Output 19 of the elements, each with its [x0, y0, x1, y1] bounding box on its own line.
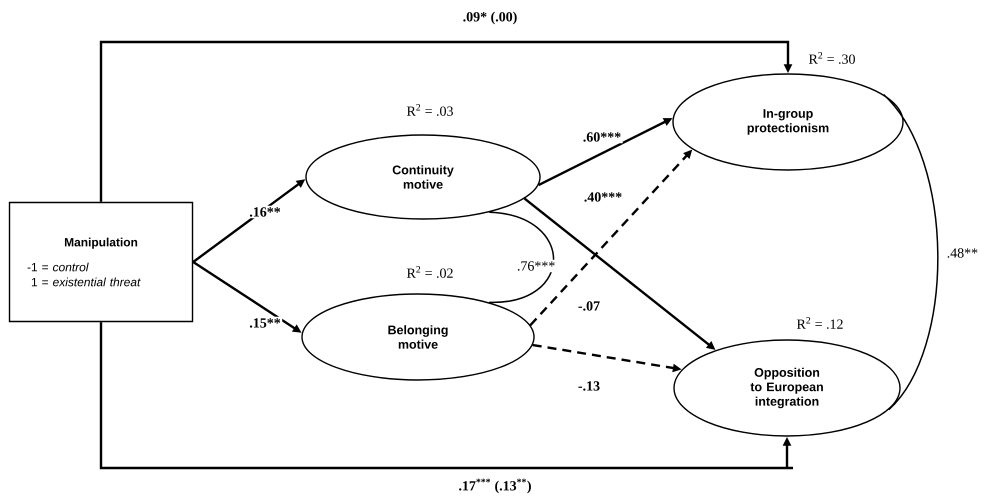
coefficient-label: .48** [945, 246, 980, 260]
r-squared-label: R$^{2}$ = .02 [406, 266, 453, 278]
r-squared-label: R$^{2}$ = .30 [808, 52, 855, 64]
coefficient-label: -.07 [576, 300, 602, 312]
coefficient-label: .60*** [581, 130, 623, 144]
path-arrow [100, 40, 792, 202]
coefficient-label: .76*** [515, 260, 557, 272]
r-squared-label: R$^{2}$ = .03 [406, 104, 453, 116]
coefficient-label: .09* (.00) [461, 10, 519, 26]
coefficient-label: -.13 [576, 380, 602, 392]
variable-box: Manipulation -1 = control 1 = existential threat [8, 202, 194, 322]
correlation-line [489, 212, 554, 304]
path-arrow [100, 322, 794, 470]
coefficient-label: .15** [248, 316, 282, 330]
r-squared-label: R$^{2}$ = .12 [796, 317, 843, 329]
coefficient-label: .16** [248, 206, 282, 218]
correlation-line [883, 94, 938, 410]
coefficient-label: .40*** [582, 190, 624, 204]
coefficient-label: .17$^{***}$ (.13$^{**}$) [456, 477, 534, 495]
